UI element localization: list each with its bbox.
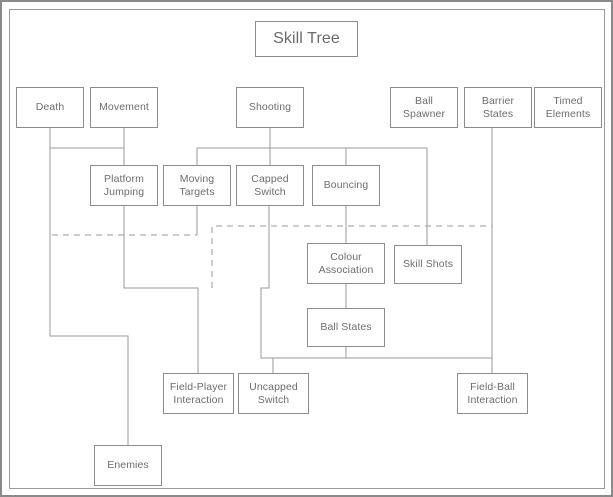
node-barrier-states[interactable]: Barrier States	[464, 87, 532, 128]
node-timed-elements[interactable]: Timed Elements	[534, 87, 602, 128]
node-movement[interactable]: Movement	[90, 87, 158, 128]
node-capped-switch[interactable]: Capped Switch	[236, 165, 304, 206]
node-ball-spawner[interactable]: Ball Spawner	[390, 87, 458, 128]
node-field-player-interaction[interactable]: Field-Player Interaction	[163, 373, 234, 414]
node-moving-targets[interactable]: Moving Targets	[163, 165, 231, 206]
node-ball-states[interactable]: Ball States	[307, 308, 385, 347]
node-platform-jumping[interactable]: Platform Jumping	[90, 165, 158, 206]
edge-platform-to-field-player	[123, 206, 199, 373]
edge-death-stem	[49, 128, 124, 149]
node-colour-association[interactable]: Colour Association	[307, 243, 385, 284]
node-shooting[interactable]: Shooting	[236, 87, 304, 128]
edge-capped-to-uncapped	[260, 206, 274, 373]
node-skill-shots[interactable]: Skill Shots	[394, 245, 462, 284]
node-bouncing[interactable]: Bouncing	[312, 165, 380, 206]
node-death[interactable]: Death	[16, 87, 84, 128]
node-skill-tree[interactable]: Skill Tree	[255, 21, 358, 57]
edge-death-to-enemies	[49, 148, 129, 445]
node-uncapped-switch[interactable]: Uncapped Switch	[238, 373, 309, 414]
node-enemies[interactable]: Enemies	[94, 445, 162, 486]
node-field-ball-interaction[interactable]: Field-Ball Interaction	[457, 373, 528, 414]
